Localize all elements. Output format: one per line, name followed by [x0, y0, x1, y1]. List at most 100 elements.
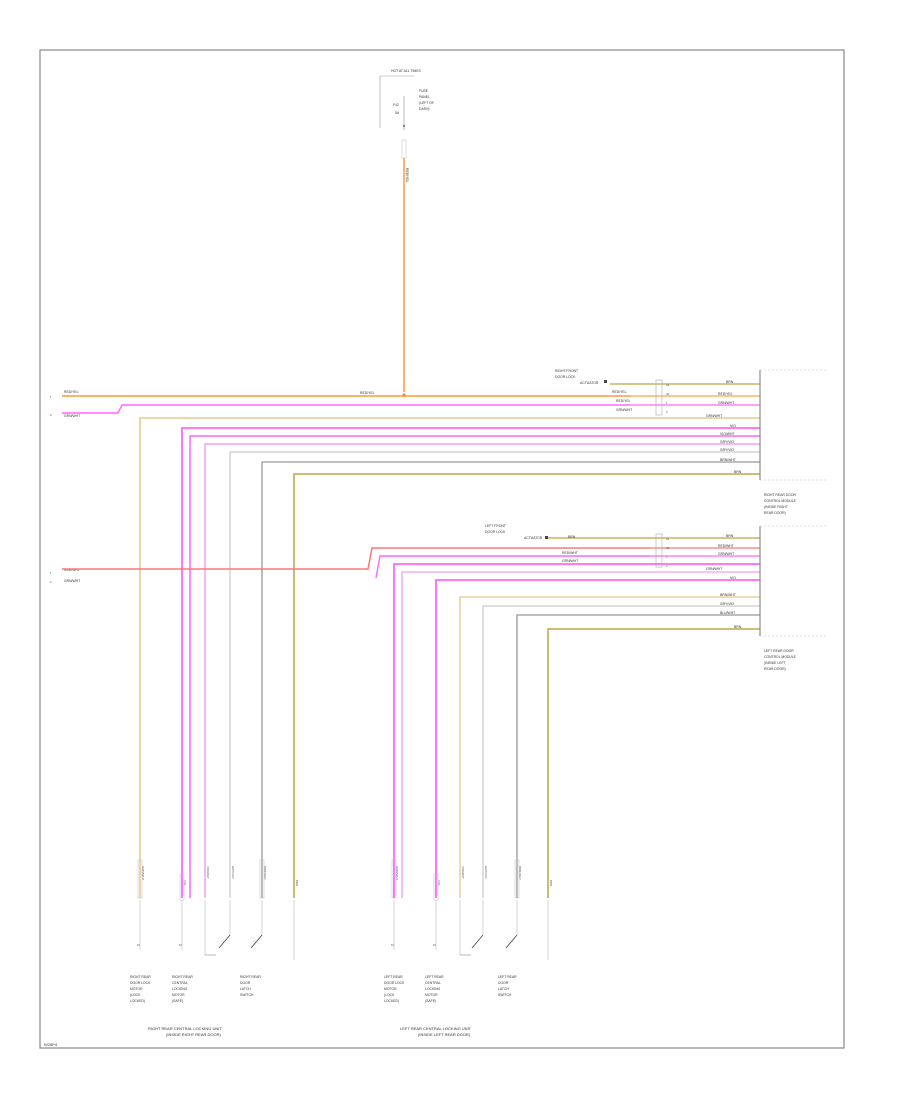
right-left-wire-1: RED/YEL	[612, 390, 627, 394]
right-left-wire-2: RED/YEL	[616, 399, 631, 403]
diagram-frame	[39, 49, 845, 1049]
comp-label-4-line-5: LOCKED)	[384, 999, 399, 1003]
right-input-label-1: RIGHT FRONT	[555, 369, 578, 373]
comp-label-6-line-3: LATCH	[498, 987, 509, 991]
right-wire-2: RED/YEL	[718, 392, 733, 396]
left-module-caption-1: LEFT REAR DOOR	[764, 649, 794, 653]
vwire-label-r6: BRN	[295, 880, 299, 886]
left-left-wire-2: RED/WHT	[562, 551, 578, 555]
splice-dot	[402, 393, 406, 397]
left-left-wire-3: GRN/WHT	[562, 559, 578, 563]
left-connector-label-4: GRN/WHT	[64, 579, 80, 583]
right-module-caption-2: CONTROL MODULE	[764, 499, 797, 503]
left-assembly-caption-1: LEFT REAR CENTRAL LOCKING UNIT	[400, 1026, 472, 1031]
right-wire-6: VIO/WHT	[720, 432, 735, 436]
left-module-caption-2: CONTROL MODULE	[764, 655, 797, 659]
right-components: M M	[137, 859, 295, 960]
right-assembly-caption-2: (INSIDE RIGHT REAR DOOR)	[166, 1032, 221, 1037]
vwire-label-l1: GRN/WHT	[395, 866, 399, 880]
comp-label-2-line-4: MOTOR	[172, 993, 185, 997]
left-input-label-2: DOOR LOCK	[485, 530, 506, 534]
left-connector-label-2: GRN/WHT	[64, 414, 80, 418]
vwire-label-l4: GRY/VIO	[484, 866, 488, 879]
right-assembly-caption-1: RIGHT REAR CENTRAL LOCKING UNIT	[148, 1026, 222, 1031]
right-module-wiring	[62, 383, 760, 898]
left-code-3: 1	[666, 555, 668, 559]
footer-code: W28P4	[44, 1042, 58, 1047]
right-wire-10: BRN	[734, 470, 742, 474]
left-left-wire-1: BRN	[568, 535, 576, 539]
comp-label-1-line-2: DOOR LOCK	[130, 981, 151, 985]
vwire-label-r1: GRN/WHT	[141, 866, 145, 880]
left-connector-pin-3: 1	[50, 571, 52, 575]
left-wire-1: BRN	[726, 534, 734, 538]
comp-label-2-line-2: CENTRAL	[172, 981, 188, 985]
left-rear-door-module: LEFT FRONT DOOR LOCK ACTUATOR BRN RED/WH…	[485, 524, 828, 671]
vwire-label-r3: VIO/WHT	[206, 866, 210, 879]
left-connector-label-1: RED/YEL	[64, 390, 79, 394]
fuse-line-2: PANEL	[419, 95, 430, 99]
comp-label-1-line-1: RIGHT REAR	[130, 975, 151, 979]
comp-label-5-line-1: LEFT REAR	[425, 975, 444, 979]
right-wire-8: GRY/VIO	[720, 448, 734, 452]
comp-label-4-line-4: (LOCK	[384, 993, 395, 997]
comp-label-6-line-4: SWITCH	[498, 993, 512, 997]
comp-label-5-line-2: CENTRAL	[425, 981, 441, 985]
right-input-switch-icon	[604, 380, 607, 383]
right-input-label-2: DOOR LOCK	[555, 375, 576, 379]
comp-label-4-line-1: LEFT REAR	[384, 975, 403, 979]
fuse-line-4: DASH)	[419, 107, 430, 111]
left-assembly-caption-2: (INSIDE LEFT REAR DOOR)	[418, 1032, 471, 1037]
right-latch-switch-icon	[218, 934, 231, 949]
fuse-line-1: FUSE	[419, 89, 429, 93]
right-rear-door-module: RIGHT FRONT DOOR LOCK ACTUATOR RED/YEL R…	[555, 369, 828, 515]
left-connector-label-3: RED/WHT	[64, 568, 80, 572]
right-wire-9: BRN/WHT	[720, 458, 736, 462]
left-latch-switch-icon	[471, 934, 484, 949]
right-code-1: 31	[666, 383, 670, 387]
right-wire-4: GRN/WHT	[706, 414, 722, 418]
comp-label-1-line-4: (LOCK	[130, 993, 141, 997]
right-left-wire-3: GRN/WHT	[616, 408, 632, 412]
vwire-label-l3: VIO/WHT	[461, 866, 465, 879]
assembly-captions: RIGHT REAR CENTRAL LOCKING UNIT (INSIDE …	[148, 1026, 472, 1037]
trunk-wire-label: RED/YEL	[405, 168, 409, 183]
left-components: M M	[391, 859, 549, 960]
left-module-caption-4: REAR DOOR)	[764, 667, 786, 671]
comp-label-2-line-3: LOCKING	[172, 987, 188, 991]
comp-label-5-line-4: MOTOR	[425, 993, 438, 997]
comp-label-2-line-5: (SAFE)	[172, 999, 183, 1003]
bus-wire-label: RED/YEL	[360, 391, 375, 395]
vwire-label-r4: GRY/VIO	[231, 866, 235, 879]
right-motor-symbol: M	[137, 943, 140, 947]
left-connector-pin-4: 2	[50, 580, 52, 584]
comp-label-4-line-2: DOOR LOCK	[384, 981, 405, 985]
left-input-label-1: LEFT FRONT	[485, 524, 506, 528]
right-wire-7: GRY/VIO	[720, 440, 734, 444]
left-input-label-3: ACTUATOR	[524, 536, 543, 540]
right-module-caption-1: RIGHT REAR DOOR	[764, 493, 797, 497]
left-code-1: 31	[666, 537, 670, 541]
left-wire-7: GRY/VIO	[720, 602, 734, 606]
left-motor-symbol: M	[391, 943, 394, 947]
left-code-2: 30	[666, 546, 670, 550]
left-wire-5: VIO	[730, 576, 736, 580]
vwire-label-l2: VIO	[437, 880, 441, 886]
right-wire-5: VIO	[730, 424, 736, 428]
vwire-label-l6: BRN	[549, 880, 553, 886]
left-code-4: 2	[666, 564, 668, 568]
left-wire-8: BLU/WHT	[720, 611, 735, 615]
comp-label-1-line-3: MOTOR	[130, 987, 143, 991]
left-connector-pin-2: 2	[50, 413, 52, 417]
right-latch-switch-icon-2	[250, 934, 263, 949]
left-wire-9: BRN	[734, 625, 742, 629]
fuse-rating: 5A	[395, 111, 400, 115]
comp-label-3-line-3: LATCH	[240, 987, 251, 991]
comp-label-2-line-1: RIGHT REAR	[172, 975, 193, 979]
comp-label-3-line-2: DOOR	[240, 981, 251, 985]
right-code-2: 30	[666, 392, 670, 396]
right-input-label-3: ACTUATOR	[580, 381, 599, 385]
right-code-4: 2	[666, 410, 668, 414]
right-safe-motor-symbol: M	[179, 943, 182, 947]
